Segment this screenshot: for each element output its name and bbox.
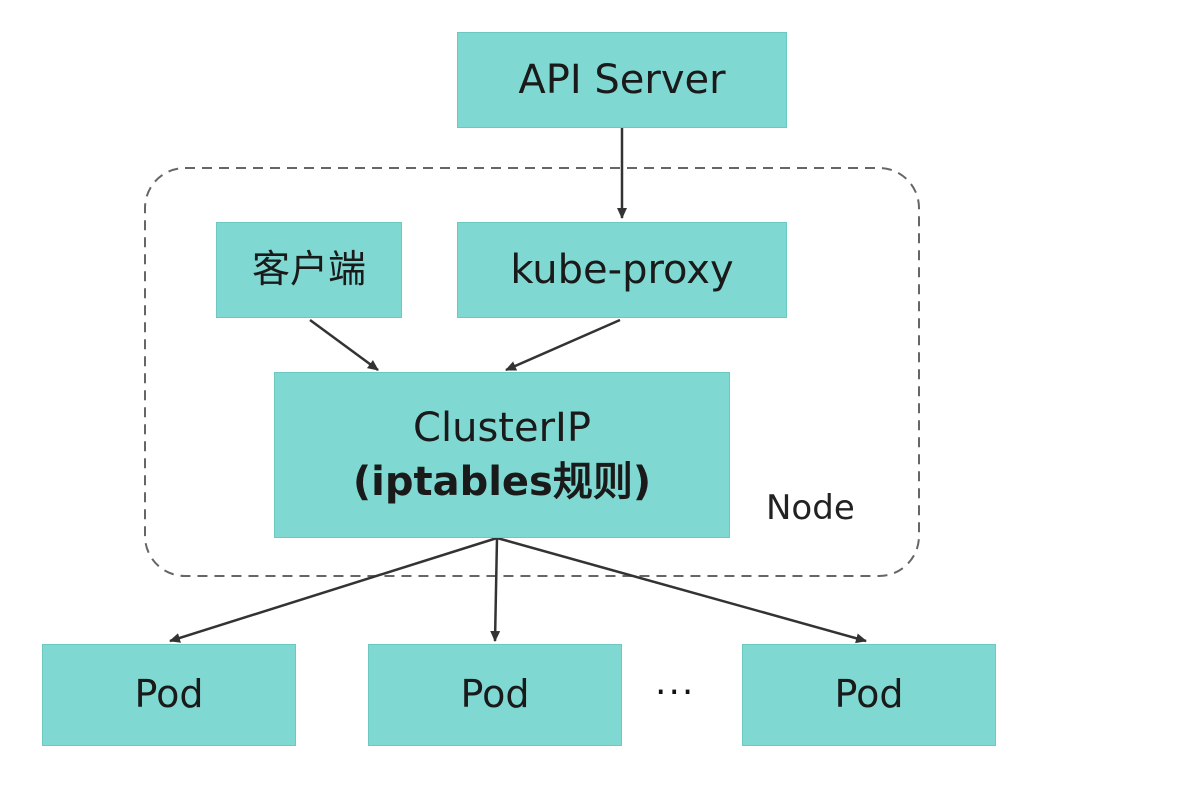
node-group-label: Node	[766, 488, 855, 528]
pod-box-3: Pod	[742, 644, 996, 746]
node-group-border	[144, 167, 920, 577]
pod-label-2: Pod	[460, 672, 530, 717]
kube-proxy-label: kube-proxy	[510, 247, 734, 293]
edge-cluster-to-pod-2	[490, 537, 501, 642]
edge-proxy-to-cluster	[505, 318, 621, 372]
api-server-box: API Server	[457, 32, 787, 128]
ellipsis-marker: ···	[655, 672, 696, 713]
edge-client-to-cluster	[309, 318, 379, 372]
client-label: 客户端	[251, 247, 366, 292]
pod-box-2: Pod	[368, 644, 622, 746]
pod-box-1: Pod	[42, 644, 296, 746]
edge-cluster-to-pod-3	[496, 536, 867, 644]
api-server-label: API Server	[518, 57, 726, 103]
pod-label-3: Pod	[834, 672, 904, 717]
kube-proxy-box: kube-proxy	[457, 222, 787, 318]
cluster-ip-rule-label: (iptables规则)	[352, 459, 652, 505]
client-box: 客户端	[216, 222, 402, 318]
cluster-ip-box: ClusterIP (iptables规则)	[274, 372, 730, 538]
pod-label-1: Pod	[134, 672, 204, 717]
cluster-ip-label: ClusterIP	[413, 405, 591, 451]
edge-cluster-to-pod-1	[169, 536, 498, 643]
